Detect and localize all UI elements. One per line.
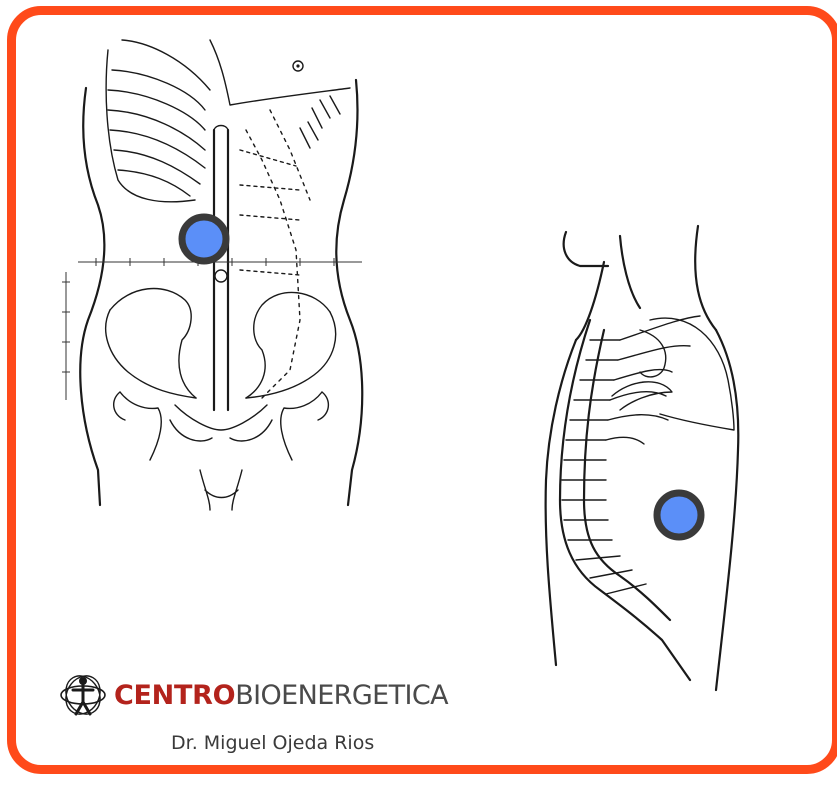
front-torso-figure	[62, 40, 362, 510]
front-marker-point	[182, 217, 226, 261]
author-credit: Dr. Miguel Ojeda Rios	[171, 732, 374, 754]
brand-name-light: BIOENERGETICA	[235, 680, 448, 711]
side-marker-point	[657, 493, 701, 537]
side-torso-figure	[546, 226, 739, 690]
figure-with-orbits-icon	[58, 672, 108, 718]
brand-name-bold: CENTRO	[114, 680, 235, 711]
